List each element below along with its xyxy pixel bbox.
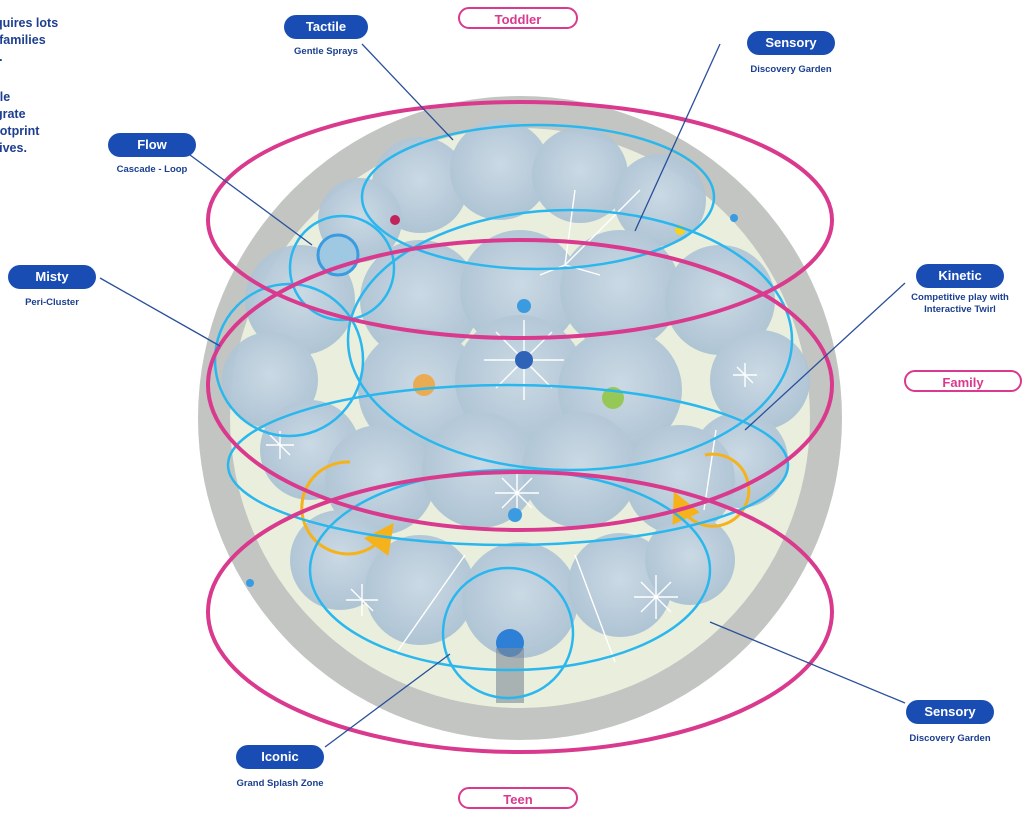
sensory-top-label: Sensory xyxy=(747,31,835,55)
misty-zone-ring xyxy=(213,282,365,438)
sensory-bottom-sublabel: Discovery Garden xyxy=(909,733,991,744)
toddler-age-badge: Toddler xyxy=(458,7,578,29)
intro-paragraph-2: ittle egrate footprint ctives. xyxy=(0,90,40,155)
flow-zone-ring xyxy=(288,214,396,322)
leader-lines xyxy=(99,43,906,748)
intro-paragraph-1: equires lots p families ts. xyxy=(0,16,59,64)
misty-sublabel: Peri-Cluster xyxy=(25,297,79,308)
zone-rings xyxy=(213,123,794,700)
misty-label: Misty xyxy=(8,265,96,289)
intro-text: equires lots p families ts. ittle egrate… xyxy=(0,0,168,180)
iconic-sublabel: Grand Splash Zone xyxy=(236,778,324,789)
kinetic-sublabel: Competitive play with Interactive Twirl xyxy=(911,292,1009,315)
age-group-rings xyxy=(206,100,834,754)
toddler-age-ring xyxy=(206,100,834,340)
teen-age-ring xyxy=(206,470,834,754)
teen-age-badge: Teen xyxy=(458,787,578,809)
sensory-bottom-label: Sensory xyxy=(906,700,994,724)
spray-features xyxy=(266,189,757,663)
tactile-label: Tactile xyxy=(284,15,368,39)
tactile-zone-ring xyxy=(360,123,716,271)
iconic-label: Iconic xyxy=(236,745,324,769)
family-zone-ring xyxy=(226,383,790,547)
sensory-top-sublabel: Discovery Garden xyxy=(750,64,832,75)
kinetic-label: Kinetic xyxy=(916,264,1004,288)
teen-zone-ring xyxy=(308,468,712,672)
central-zone-ring xyxy=(346,208,794,472)
family-age-ring xyxy=(206,238,834,532)
flow-label: Flow xyxy=(108,133,196,157)
flow-sublabel: Cascade - Loop xyxy=(116,164,188,175)
tactile-sublabel: Gentle Sprays xyxy=(294,46,358,57)
rotation-arrows xyxy=(300,452,751,556)
iconic-zone-ring xyxy=(441,566,575,700)
family-age-badge: Family xyxy=(904,370,1022,392)
